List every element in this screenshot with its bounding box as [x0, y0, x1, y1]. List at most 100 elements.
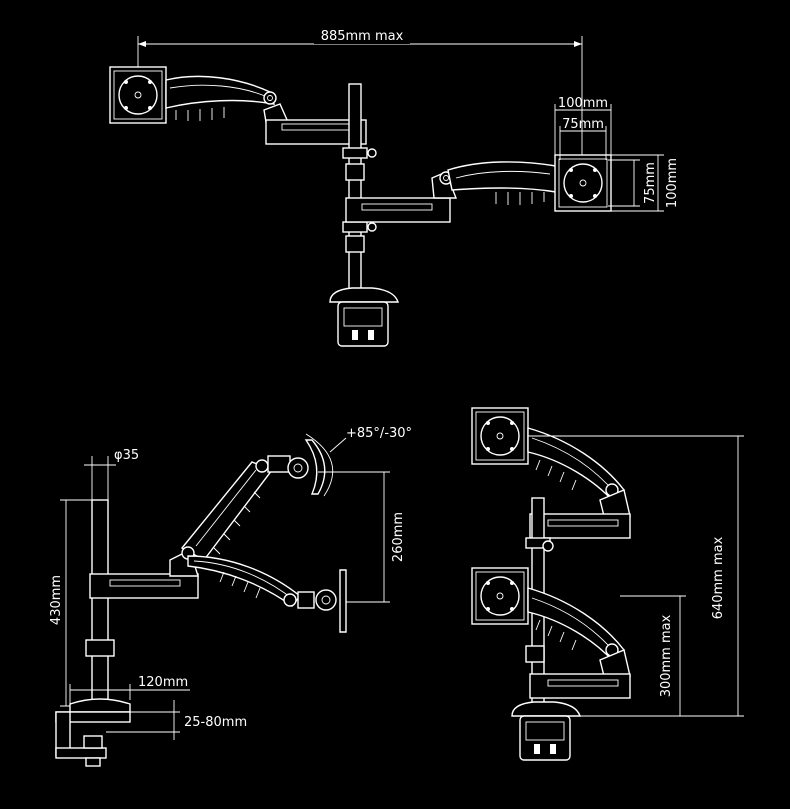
upper-vesa-disc — [480, 416, 520, 456]
vesa-inner-h-label: 75mm — [562, 117, 604, 132]
right-cable-clips — [495, 192, 545, 205]
total-height-label: 640mm max — [711, 536, 726, 619]
vertical-travel-label: 260mm — [391, 512, 406, 562]
left-vesa-disc — [118, 75, 158, 115]
lower-height-label: 300mm max — [659, 614, 674, 697]
upper-vesa-hole — [486, 447, 490, 451]
upper-vesa-hole — [486, 421, 490, 425]
right-vesa-center — [579, 179, 587, 187]
top-collar-knob — [367, 148, 377, 158]
top-pole — [348, 83, 362, 291]
side-lowered-head — [297, 591, 315, 609]
top-clamp-bolt — [368, 330, 374, 340]
side-lowered-joint — [283, 593, 297, 607]
lower-vesa-hole — [486, 607, 490, 611]
side-raised-monitor-plate — [304, 439, 326, 495]
top-base-plate — [329, 287, 399, 303]
top-view: 885mm max — [109, 26, 680, 347]
top-clamp-body — [337, 301, 389, 347]
left-spring-arm — [165, 75, 276, 109]
top-pole-collar — [342, 147, 368, 159]
right-spring-arm-line — [455, 170, 551, 179]
lower-vesa-plate-inner — [475, 571, 525, 621]
top-clamp-bolt — [352, 330, 358, 340]
right-vesa-hole — [593, 168, 597, 172]
left-vesa-hole — [148, 106, 152, 110]
desk-thickness-label: 25-80mm — [184, 715, 247, 730]
side-lowered-tilt-knob-center — [321, 595, 331, 605]
side-clamp-knob — [85, 757, 101, 767]
right-vesa-hole — [593, 194, 597, 198]
upper-vesa-center — [496, 432, 504, 440]
side-view: φ35 430mm +85°/-30° — [49, 426, 412, 767]
lower-vesa-center — [496, 592, 504, 600]
reach-label-bg — [314, 26, 410, 44]
side-pole — [91, 499, 109, 705]
side-spring-arm-raised-line — [195, 469, 257, 547]
lower-vesa-disc — [480, 576, 520, 616]
left-vesa-center — [134, 91, 142, 99]
tilt-label: +85°/-30° — [346, 426, 412, 441]
upper-elbow — [599, 489, 631, 517]
side-raised-tilt-knob — [287, 457, 309, 479]
top-pole-stopper-2 — [345, 235, 365, 253]
clamp-offset-label: 120mm — [138, 675, 188, 690]
side-lowered-monitor-plate — [339, 569, 347, 633]
right-spring-arm — [447, 161, 557, 193]
left-arm-joint-center — [267, 95, 273, 101]
upper-cable-clips — [535, 459, 577, 491]
side-lowered-tilt-knob — [315, 589, 337, 611]
right-vesa-plate-inner — [558, 158, 608, 208]
left-cable-clips — [175, 107, 225, 121]
upper-vesa-hole — [510, 421, 514, 425]
upper-vesa-hole — [510, 447, 514, 451]
lower-cable-clips — [535, 619, 577, 651]
lower-extension-groove — [547, 679, 619, 687]
pole-height-label: 430mm — [49, 575, 64, 625]
stacked-clamp-window — [525, 721, 565, 741]
pole-diameter-label: φ35 — [114, 448, 139, 463]
arrow-left — [138, 41, 146, 47]
lower-elbow — [599, 649, 631, 677]
upper-vesa-plate-inner — [475, 411, 525, 461]
right-extension-groove — [361, 203, 433, 211]
left-arm-joint — [263, 91, 277, 105]
side-clamp-screw — [83, 735, 103, 749]
side-spring-arm-raised — [180, 461, 274, 561]
top-collar-knob-2 — [367, 222, 377, 232]
right-vesa-hole — [569, 194, 573, 198]
arrow-right — [574, 41, 582, 47]
reach-label: 885mm max — [321, 29, 404, 44]
lower-vesa-hole — [510, 581, 514, 585]
left-vesa-plate-inner — [113, 70, 163, 120]
left-vesa-hole — [124, 80, 128, 84]
stacked-base-plate — [511, 701, 581, 717]
top-clamp-window — [343, 307, 383, 327]
lower-vesa-hole — [510, 607, 514, 611]
side-raised-joint-top — [255, 459, 269, 473]
upper-extension-groove — [547, 519, 619, 527]
left-spring-arm-line — [169, 84, 266, 97]
side-raised-tilt-knob-center — [293, 463, 303, 473]
stacked-clamp-bolt — [534, 744, 540, 754]
tilt-leader — [329, 437, 347, 453]
top-pole-stopper — [345, 163, 365, 181]
vesa-outer-v-label: 100mm — [665, 158, 680, 208]
side-raised-cable-clips — [213, 491, 261, 555]
right-vesa-hole — [569, 168, 573, 172]
stacked-clamp-body — [519, 715, 571, 761]
left-vesa-hole — [148, 80, 152, 84]
right-vesa-disc — [563, 163, 603, 203]
side-extension-groove — [109, 579, 181, 587]
left-vesa-hole — [124, 106, 128, 110]
side-spring-arm-lowered — [187, 555, 301, 607]
stacked-collar-knob — [542, 540, 554, 552]
vesa-inner-v-label: 75mm — [643, 162, 658, 204]
stacked-clamp-bolt — [550, 744, 556, 754]
right-arm-joint-center — [443, 175, 449, 181]
side-raised-head — [267, 455, 291, 473]
side-lowered-cable-clips — [219, 571, 261, 599]
vesa-outer-h-label: 100mm — [558, 96, 608, 111]
